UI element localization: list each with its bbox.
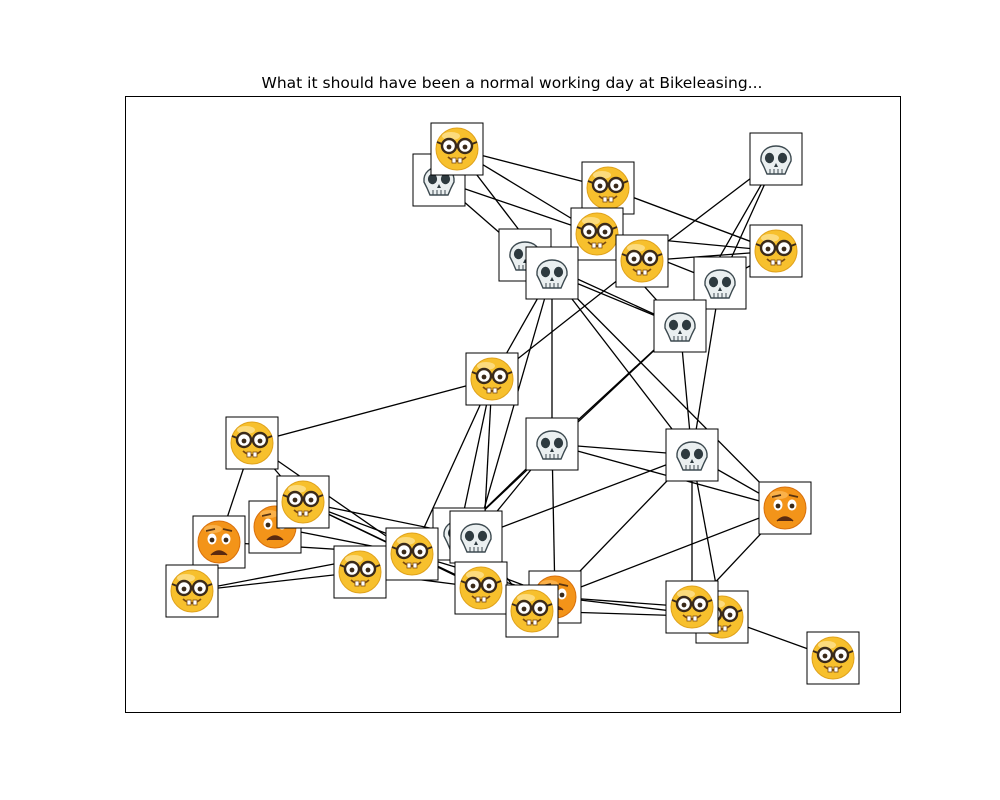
- nerd-face-icon: [754, 229, 798, 273]
- skull-icon: [536, 259, 568, 289]
- graph-edge: [191, 571, 361, 592]
- graph-node: [749, 132, 803, 186]
- nerd-face-icon: [470, 357, 514, 401]
- graph-node: [333, 545, 387, 599]
- graph-node: [758, 481, 812, 535]
- graph-edge: [554, 507, 786, 598]
- nerd-face-icon: [338, 550, 382, 594]
- graph-edge: [551, 272, 693, 456]
- nerd-face-icon: [281, 480, 325, 524]
- graph-node: [505, 584, 559, 638]
- node-layer: [165, 122, 860, 685]
- skull-icon: [664, 312, 696, 342]
- skull-icon: [536, 430, 568, 460]
- nerd-face-icon: [670, 585, 714, 629]
- graph-node: [192, 515, 246, 569]
- graph-node: [581, 161, 635, 215]
- graph-edge: [411, 378, 493, 555]
- nerd-face-icon: [620, 239, 664, 283]
- nerd-face-icon: [435, 127, 479, 171]
- graph-node: [525, 417, 579, 471]
- chart-title: What it should have been a normal workin…: [262, 74, 763, 92]
- graph-node: [525, 246, 579, 300]
- graph-node: [665, 580, 719, 634]
- nerd-face-icon: [390, 532, 434, 576]
- graph-node: [749, 224, 803, 278]
- graph-edge: [607, 187, 777, 252]
- graph-node: [615, 234, 669, 288]
- graph-node: [430, 122, 484, 176]
- graph-edge: [551, 272, 786, 509]
- graph-node: [225, 416, 279, 470]
- nerd-face-icon: [811, 636, 855, 680]
- nerd-face-icon: [170, 569, 214, 613]
- nerd-face-icon: [586, 166, 630, 210]
- graph-node: [276, 475, 330, 529]
- graph-edge: [251, 442, 413, 555]
- graph-edge: [691, 282, 721, 456]
- nerd-face-icon: [230, 421, 274, 465]
- graph-node: [806, 631, 860, 685]
- graph-node: [665, 428, 719, 482]
- nerd-face-icon: [510, 589, 554, 633]
- graph-node: [385, 527, 439, 581]
- graph-node: [693, 256, 747, 310]
- worried-face-icon: [763, 486, 807, 530]
- skull-icon: [676, 441, 708, 471]
- graph-node: [165, 564, 219, 618]
- graph-edge: [251, 378, 493, 444]
- graph-edge: [475, 454, 693, 538]
- graph-node: [465, 352, 519, 406]
- skull-icon: [460, 523, 492, 553]
- graph-node: [570, 207, 624, 261]
- graph-node: [449, 510, 503, 564]
- skull-icon: [760, 145, 792, 175]
- worried-face-icon: [197, 520, 241, 564]
- nerd-face-icon: [575, 212, 619, 256]
- graph-node: [454, 561, 508, 615]
- graph-node: [653, 299, 707, 353]
- skull-icon: [704, 269, 736, 299]
- nerd-face-icon: [459, 566, 503, 610]
